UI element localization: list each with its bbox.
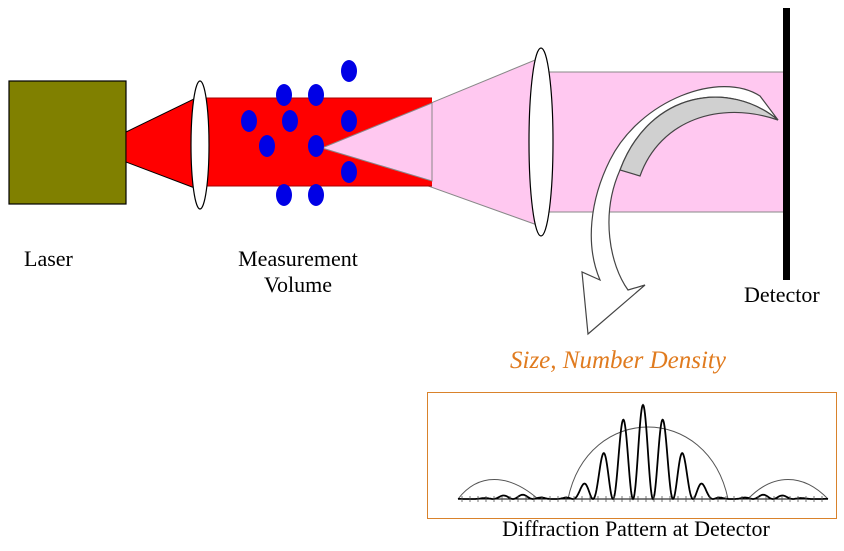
- particle: [308, 135, 324, 157]
- particle: [341, 110, 357, 132]
- particle: [341, 60, 357, 82]
- curved-arrow-shade: [619, 96, 779, 177]
- diffraction-pattern-plot: [457, 403, 829, 502]
- particle: [259, 135, 275, 157]
- pattern-fringes: [458, 403, 828, 501]
- particle: [308, 184, 324, 206]
- diffraction-pattern-panel: [427, 392, 837, 519]
- pattern-caption: Diffraction Pattern at Detector: [502, 516, 770, 541]
- pattern-envelope-central: [567, 426, 729, 500]
- scattered-light-cone-tip: [320, 102, 433, 182]
- expander-lens: [190, 80, 210, 210]
- result-label: Size, Number Density: [510, 347, 726, 374]
- detector-plate: [783, 8, 790, 280]
- particle: [276, 184, 292, 206]
- pattern-envelope-side-left: [457, 479, 539, 500]
- pattern-ticks: [461, 496, 823, 502]
- measurement-volume-line1: Measurement: [238, 246, 358, 271]
- particle: [282, 110, 298, 132]
- collecting-lens: [528, 47, 554, 237]
- measurement-volume-line2: Volume: [263, 272, 333, 297]
- laser-label: Laser: [24, 246, 73, 271]
- laser-beam-cone: [125, 95, 201, 191]
- laser-source: [8, 80, 127, 205]
- particle: [276, 84, 292, 106]
- particle: [241, 110, 257, 132]
- pattern-envelope-side-right: [747, 479, 829, 500]
- detector-label: Detector: [744, 282, 820, 307]
- measurement-volume-label: Measurement Volume: [208, 246, 388, 298]
- particle: [308, 84, 324, 106]
- particles: [241, 60, 357, 206]
- particle: [341, 161, 357, 183]
